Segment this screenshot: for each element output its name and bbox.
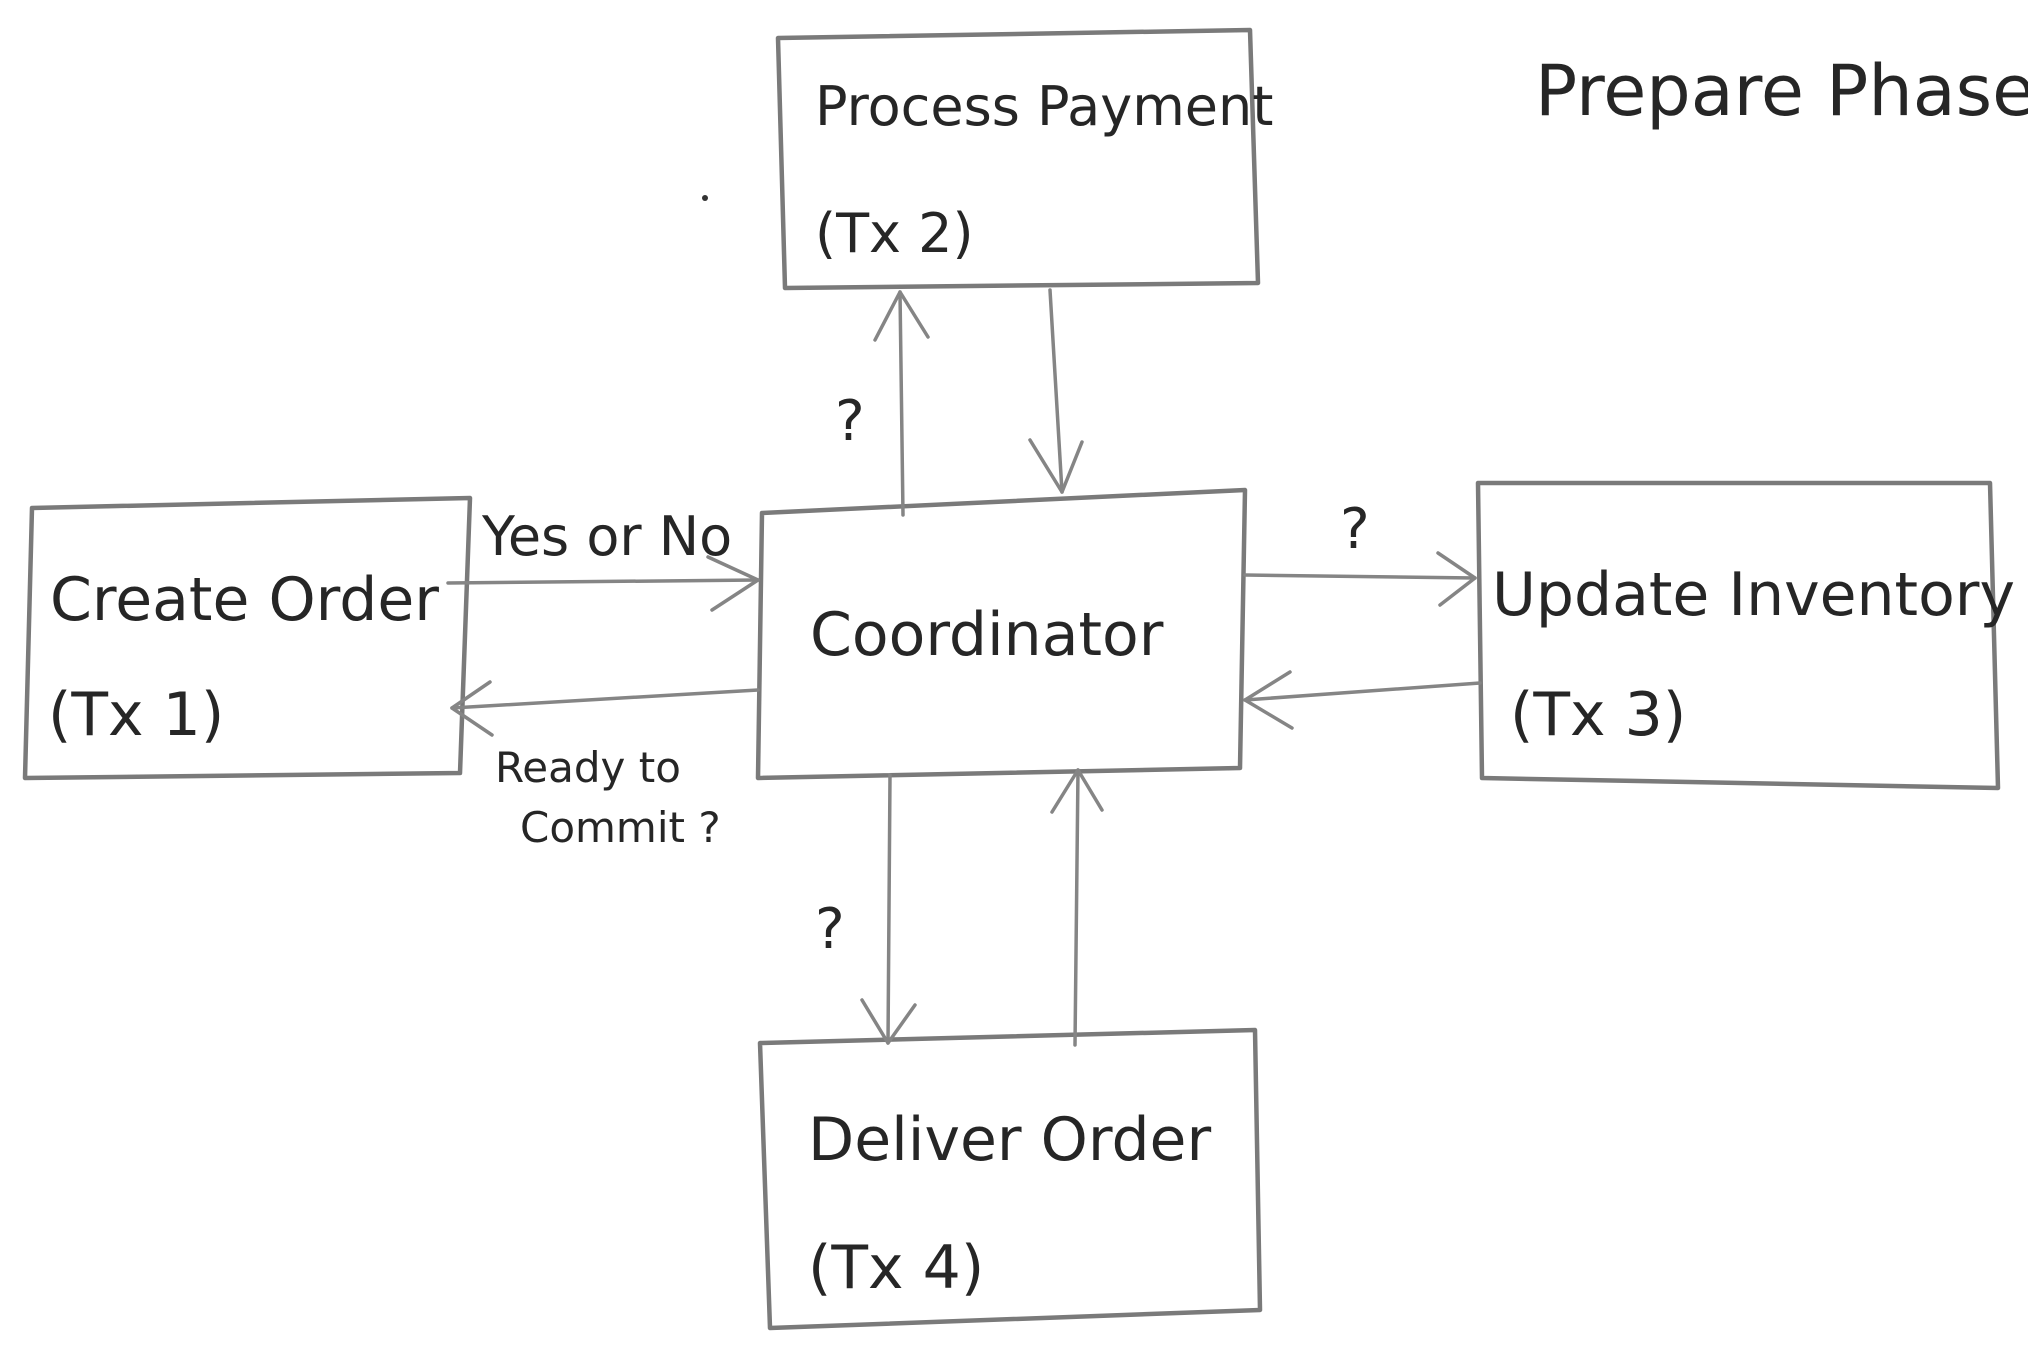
arrow-line <box>450 688 760 710</box>
pen-dot <box>702 195 708 201</box>
arrow-line <box>898 290 905 517</box>
tx2-name: Process Payment <box>815 75 1273 138</box>
tx1-name: Create Order <box>50 565 439 635</box>
edge-tx1-to-coordinator: Yes or No <box>446 505 760 612</box>
arrowhead <box>873 290 930 342</box>
box-outline <box>757 1027 1263 1331</box>
arrowhead <box>1050 768 1104 814</box>
tx3-name: Update Inventory <box>1492 560 2015 630</box>
arrow-line <box>446 578 760 585</box>
edge-coordinator-to-tx2: ? <box>835 290 930 517</box>
arrow-line <box>1243 573 1477 580</box>
arrow-line <box>1048 288 1064 494</box>
arrowhead <box>860 998 917 1045</box>
yes-or-no-label: Yes or No <box>481 505 732 568</box>
node-tx1-create-order: Create Order (Tx 1) <box>22 495 473 781</box>
arrow-line <box>1073 768 1080 1047</box>
arrowhead <box>1243 670 1294 730</box>
tx4-name: Deliver Order <box>808 1105 1211 1175</box>
node-tx4-deliver-order: Deliver Order (Tx 4) <box>757 1027 1263 1331</box>
ready-to-label: Ready to <box>495 743 681 792</box>
edge-coordinator-to-tx3: ? <box>1243 497 1477 607</box>
edge-tx3-to-coordinator <box>1243 670 1482 730</box>
arrowhead <box>1436 551 1477 607</box>
commit-label: Commit ? <box>520 803 721 852</box>
tx3-id: (Tx 3) <box>1510 680 1686 750</box>
edge-tx4-to-coordinator <box>1050 768 1104 1047</box>
tx4-id: (Tx 4) <box>808 1233 984 1303</box>
arrow-line <box>1243 681 1482 702</box>
edge-tx2-to-coordinator <box>1028 288 1084 494</box>
box-outline <box>22 495 473 781</box>
box-outline <box>1475 480 2001 791</box>
coordinator-label: Coordinator <box>810 600 1164 670</box>
node-tx2-process-payment: Process Payment (Tx 2) <box>775 27 1273 291</box>
query-mark-tx3: ? <box>1340 497 1370 562</box>
diagram-title: Prepare Phase <box>1535 50 2028 132</box>
arrowhead <box>706 555 760 612</box>
arrowhead <box>1028 438 1084 494</box>
query-mark-tx4: ? <box>815 897 845 962</box>
node-tx3-update-inventory: Update Inventory (Tx 3) <box>1475 480 2015 791</box>
arrowhead <box>450 680 494 737</box>
edge-coordinator-to-tx1: Ready to Commit ? <box>450 680 760 852</box>
tx2-id: (Tx 2) <box>815 202 974 265</box>
edge-coordinator-to-tx4: ? <box>815 773 917 1045</box>
query-mark-tx2: ? <box>835 389 865 454</box>
arrow-line <box>886 773 892 1045</box>
tx1-id: (Tx 1) <box>48 680 224 750</box>
node-coordinator: Coordinator <box>755 487 1248 781</box>
box-outline <box>775 27 1261 291</box>
